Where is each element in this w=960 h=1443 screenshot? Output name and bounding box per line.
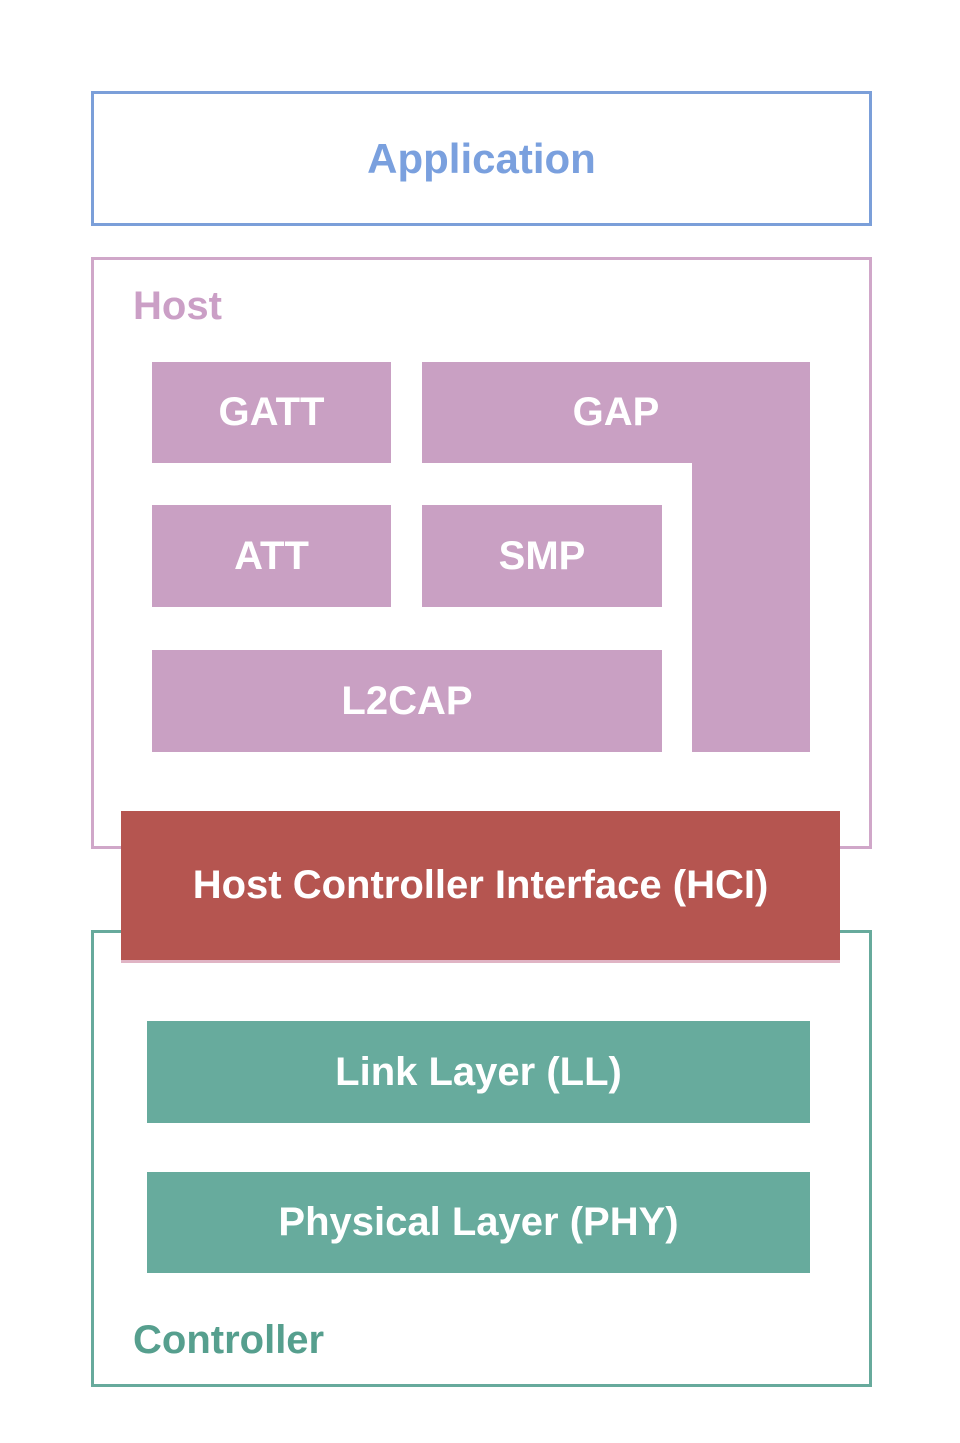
link-layer-label: Link Layer (LL) <box>335 1049 622 1094</box>
gatt-label: GATT <box>218 390 325 434</box>
gap-label-area: GAP <box>422 362 810 463</box>
link-layer-block: Link Layer (LL) <box>147 1021 810 1123</box>
gatt-block: GATT <box>152 362 391 463</box>
smp-label: SMP <box>498 533 586 578</box>
l2cap-block: L2CAP <box>152 650 662 752</box>
att-label: ATT <box>234 533 309 578</box>
gap-label: GAP <box>572 390 660 434</box>
physical-layer-block: Physical Layer (PHY) <box>147 1172 810 1273</box>
application-label: Application <box>367 134 596 182</box>
hci-label: Host Controller Interface (HCI) <box>192 863 769 907</box>
physical-layer-label: Physical Layer (PHY) <box>278 1200 679 1244</box>
smp-block: SMP <box>422 505 662 607</box>
controller-label: Controller <box>133 1318 325 1362</box>
l2cap-label: L2CAP <box>341 678 473 723</box>
att-block: ATT <box>152 505 391 607</box>
application-box: Application <box>91 91 872 226</box>
host-label: Host <box>133 284 222 328</box>
hci-block: Host Controller Interface (HCI) <box>121 811 840 963</box>
